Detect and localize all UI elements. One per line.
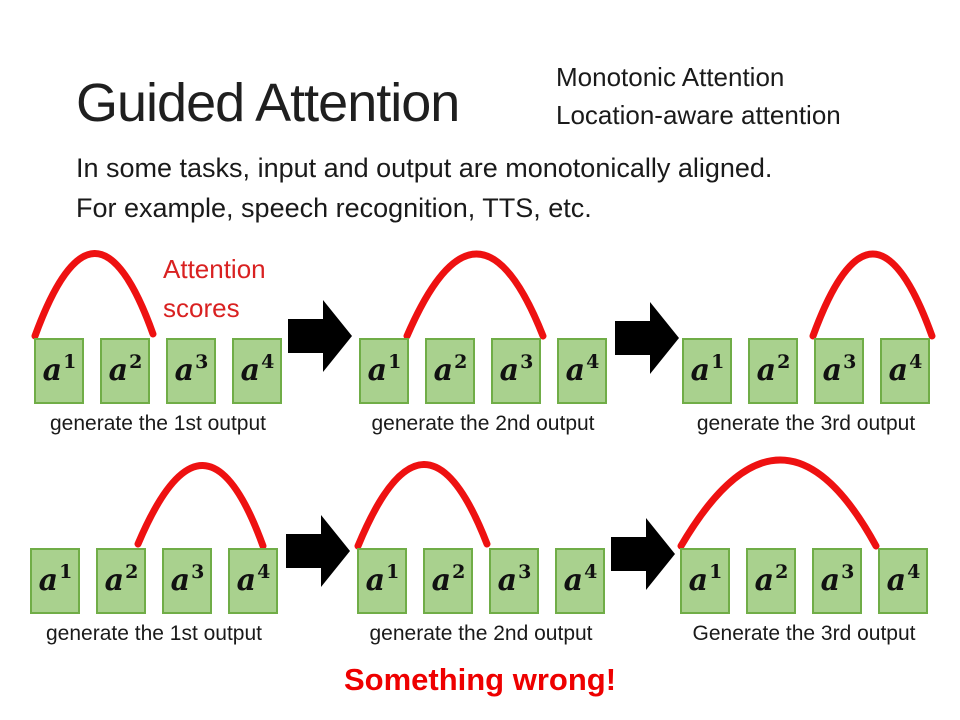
attention-scores-line-2: scores bbox=[163, 293, 240, 323]
step-caption: Generate the 3rd output bbox=[692, 622, 916, 645]
attention-arc-icon bbox=[134, 462, 267, 550]
intro-line-2: For example, speech recognition, TTS, et… bbox=[76, 193, 592, 223]
header-notes: Monotonic Attention Location-aware atten… bbox=[556, 58, 841, 134]
attention-arc-icon bbox=[31, 250, 157, 340]
intro-text: In some tasks, input and output are mono… bbox=[76, 148, 772, 228]
attention-arc-icon bbox=[354, 461, 491, 550]
right-arrow-icon bbox=[286, 515, 350, 587]
note-monotonic-attention: Monotonic Attention bbox=[556, 62, 785, 92]
right-arrow-icon bbox=[288, 300, 352, 372]
step-caption: generate the 2nd output bbox=[369, 622, 593, 645]
attention-arc-icon bbox=[677, 456, 880, 550]
attention-arc-icon bbox=[809, 250, 936, 340]
step-caption: generate the 3rd output bbox=[696, 412, 916, 435]
attention-arc-icon bbox=[403, 250, 547, 340]
step-caption: generate the 2nd output bbox=[371, 412, 595, 435]
attention-scores-line-1: Attention bbox=[163, 254, 266, 284]
step-caption: generate the 1st output bbox=[50, 412, 266, 435]
slide-title: Guided Attention bbox=[76, 73, 460, 133]
step-caption: generate the 1st output bbox=[46, 622, 262, 645]
right-arrow-icon bbox=[615, 302, 679, 374]
intro-line-1: In some tasks, input and output are mono… bbox=[76, 153, 773, 183]
attention-scores-label: Attention scores bbox=[163, 250, 266, 328]
note-location-aware-attention: Location-aware attention bbox=[556, 100, 841, 130]
right-arrow-icon bbox=[611, 518, 675, 590]
warning-text: Something wrong! bbox=[343, 662, 617, 697]
